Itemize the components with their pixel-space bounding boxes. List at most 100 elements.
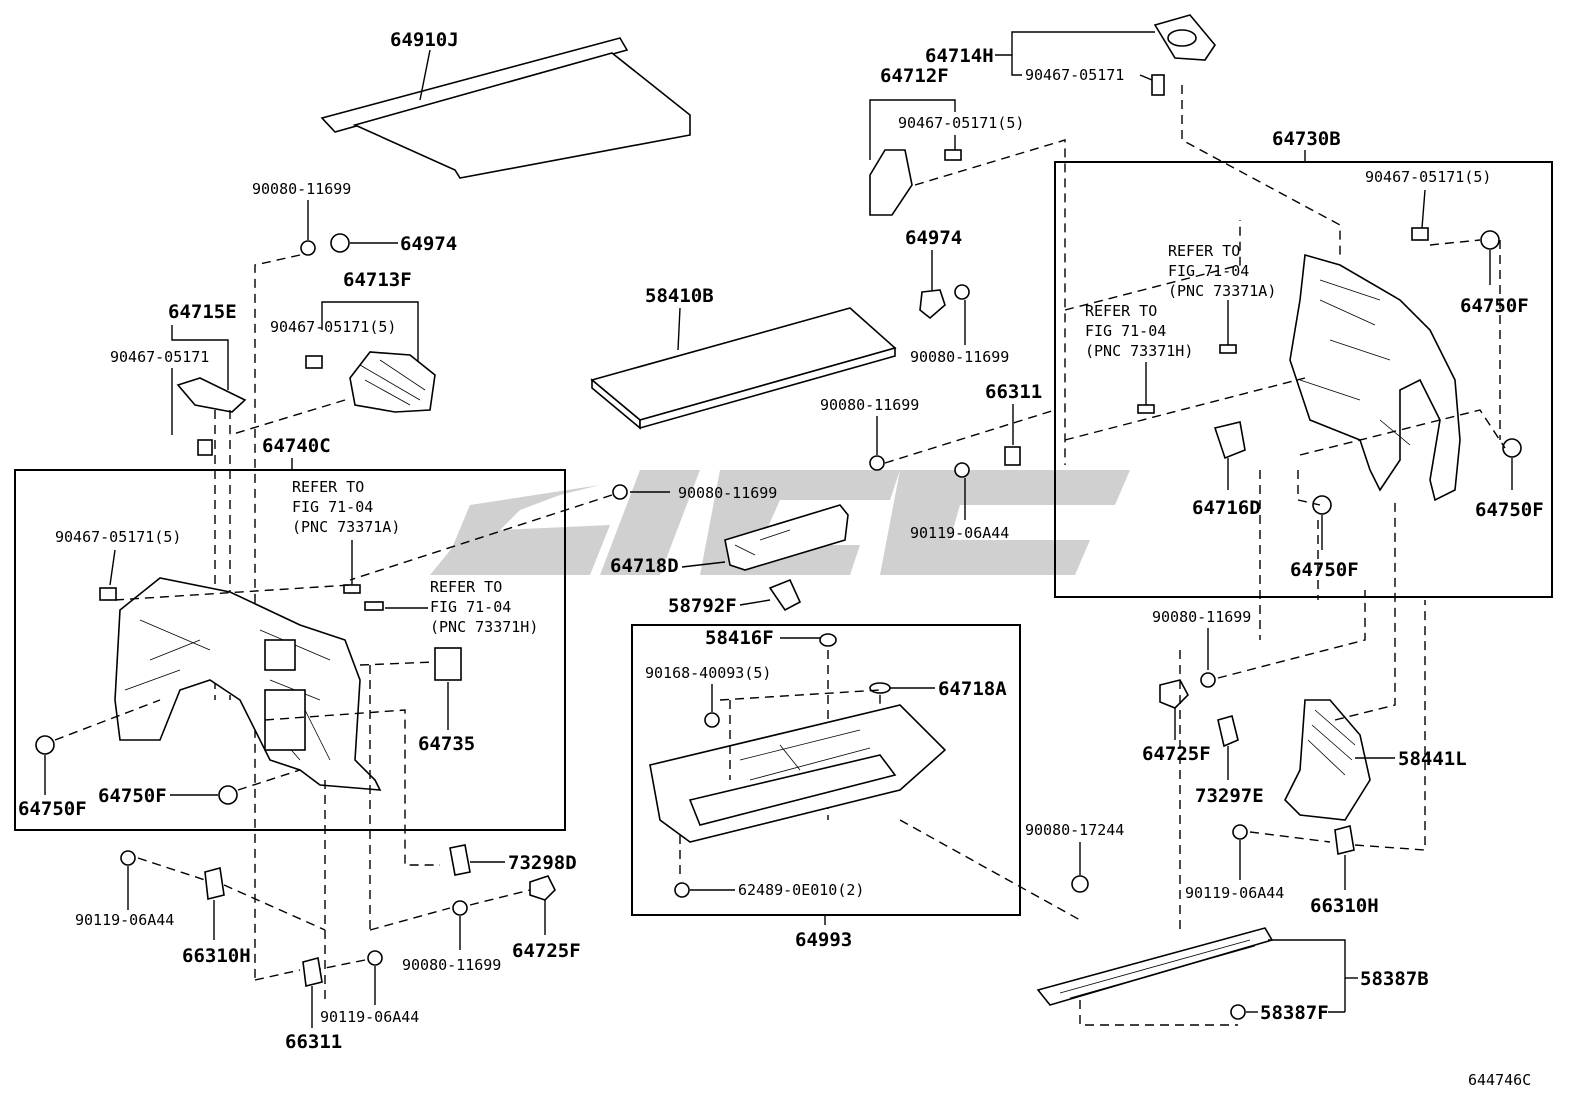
screw-90080-low-part	[452, 900, 468, 916]
label-90080-top: 90080-11699	[252, 180, 351, 198]
cup-holder-64715E-part	[176, 377, 247, 456]
label-58441L: 58441L	[1398, 748, 1467, 770]
quarter-trim-left-part	[114, 577, 382, 791]
tray-64993-part	[649, 704, 947, 843]
group-box-64730B	[1054, 161, 1553, 598]
label-64735: 64735	[418, 733, 475, 755]
screw-90119-low-part	[367, 950, 383, 966]
clip-64974-left-part	[330, 233, 350, 253]
label-58792F: 58792F	[668, 595, 737, 617]
cover-64716D-part	[1213, 421, 1246, 460]
label-64725F-low: 64725F	[512, 940, 581, 962]
screw-90080-mid-part	[954, 284, 970, 300]
bracket-64735-part	[434, 647, 462, 681]
label-64712F-clip: 90467-05171(5)	[898, 114, 1024, 132]
label-66311-mid: 66311	[985, 381, 1042, 403]
label-62489: 62489-0E010(2)	[738, 881, 864, 899]
label-64718D: 64718D	[610, 555, 679, 577]
label-64750F-r1: 64750F	[1460, 295, 1529, 317]
label-64974-left: 64974	[400, 233, 457, 255]
label-64730B-clip: 90467-05171(5)	[1365, 168, 1491, 186]
bracket-64712F-part	[869, 149, 962, 216]
clip-66311-mid-part	[1004, 446, 1021, 466]
ref-h2-line2: FIG 71-04	[430, 598, 511, 616]
clip-64730B-part	[1411, 227, 1429, 241]
clip-66311-low-part	[302, 957, 323, 987]
quarter-trim-right-part	[1289, 253, 1461, 502]
screw-90168-part	[704, 712, 720, 728]
bolt-64750F-r3-part	[1312, 495, 1332, 515]
label-90080-mid: 90080-11699	[910, 348, 1009, 366]
ref-73371A-line3: (PNC 73371A)	[1168, 282, 1276, 300]
clip-66310H-left-part	[204, 866, 225, 900]
label-64993: 64993	[795, 929, 852, 951]
ref-h2-line1: REFER TO	[430, 578, 502, 596]
clip-64725F-right-part	[1159, 679, 1189, 709]
label-64750F-r3: 64750F	[1290, 559, 1359, 581]
label-90119-right: 90119-06A44	[1185, 884, 1284, 902]
label-64750F-l1: 64750F	[18, 798, 87, 820]
label-64740C: 64740C	[262, 435, 331, 457]
label-64715E-clip: 90467-05171	[110, 348, 209, 366]
label-64713F-clip: 90467-05171(5)	[270, 318, 396, 336]
bracket-58792F-part	[768, 578, 802, 612]
bolt-64750F-r2-part	[1502, 438, 1522, 458]
clip-73371H-part	[1137, 404, 1155, 414]
screw-90119-right-part	[1232, 824, 1248, 840]
group-box-64993	[631, 624, 1021, 916]
label-64713F: 64713F	[343, 269, 412, 291]
ref-73371H-line1: REFER TO	[1085, 302, 1157, 320]
clip-73371H-left-part	[364, 601, 384, 611]
plug-58416F-part	[819, 633, 837, 647]
screw-90080-mid2-part	[869, 455, 885, 471]
ref-73371H-line3: (PNC 73371H)	[1085, 342, 1193, 360]
label-64712F: 64712F	[880, 65, 949, 87]
ref-h2-line3: (PNC 73371H)	[430, 618, 538, 636]
ref-a2-line1: REFER TO	[292, 478, 364, 496]
ref-73371A-line2: FIG 71-04	[1168, 262, 1249, 280]
screw-90080-right-part	[1200, 672, 1216, 688]
clip-64725F-low-part	[529, 875, 556, 901]
label-64725F-right: 64725F	[1142, 743, 1211, 765]
label-90080-low: 90080-11699	[402, 956, 501, 974]
label-90080-right: 90080-11699	[1152, 608, 1251, 626]
panel-64718D-part	[724, 504, 849, 571]
label-64750F-l2: 64750F	[98, 785, 167, 807]
bolt-64750F-l1-part	[35, 735, 55, 755]
screw-90119-mid-part	[954, 462, 970, 478]
clip-73298D-part	[449, 844, 471, 876]
screw-90080-leftbox-part	[612, 484, 628, 500]
label-58410B: 58410B	[645, 285, 714, 307]
scuff-plate-58387B-part	[1036, 927, 1274, 1006]
label-64716D: 64716D	[1192, 497, 1261, 519]
deck-board-58410B-part	[590, 307, 897, 430]
clip-64713F-part	[305, 355, 323, 369]
label-64718A: 64718A	[938, 678, 1007, 700]
cup-holder-part	[1151, 14, 1216, 96]
label-64714H: 64714H	[925, 45, 994, 67]
ref-73371A-line1: REFER TO	[1168, 242, 1240, 260]
label-64714H-clip: 90467-05171	[1025, 66, 1124, 84]
label-66311-low: 66311	[285, 1031, 342, 1053]
label-90080-17244: 90080-17244	[1025, 821, 1124, 839]
clip-62489-part	[674, 882, 690, 898]
group-box-64740C	[14, 469, 566, 831]
label-90119-mid: 90119-06A44	[910, 524, 1009, 542]
label-58387F: 58387F	[1260, 1002, 1329, 1024]
bolt-64750F-l2-part	[218, 785, 238, 805]
screw-90080-top-part	[300, 240, 316, 256]
label-66310H-left: 66310H	[182, 945, 251, 967]
bolt-64750F-r1-part	[1480, 230, 1500, 250]
label-90080-leftbox: 90080-11699	[678, 484, 777, 502]
clip-64974-mid-part	[919, 289, 946, 320]
label-64740C-clip: 90467-05171(5)	[55, 528, 181, 546]
label-64715E: 64715E	[168, 301, 237, 323]
diagram-id: 644746C	[1468, 1071, 1531, 1089]
label-64974-mid: 64974	[905, 227, 962, 249]
clip-73297E-part	[1217, 715, 1239, 748]
label-64750F-r2: 64750F	[1475, 499, 1544, 521]
label-64910J: 64910J	[390, 29, 459, 51]
ref-a2-line3: (PNC 73371A)	[292, 518, 400, 536]
screw-90119-left-part	[120, 850, 136, 866]
